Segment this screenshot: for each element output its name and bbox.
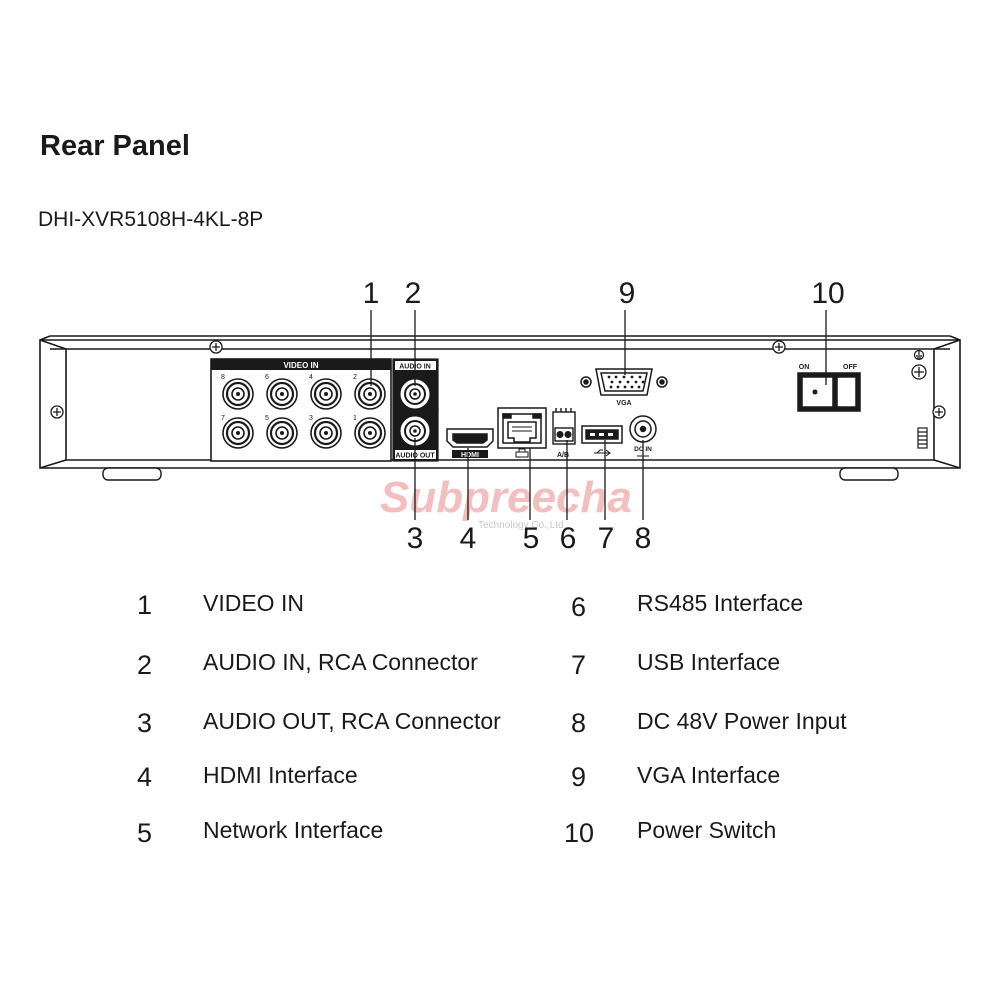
hdmi-label: HDMI — [461, 452, 479, 459]
bnc-connectors: 8 6 4 2 7 5 3 1 — [221, 374, 386, 449]
legend-num: 5 — [136, 818, 152, 848]
callout-1: 1 — [363, 277, 380, 310]
legend-label: VGA Interface — [637, 762, 781, 788]
callout-5: 5 — [523, 522, 540, 555]
bnc-channel-number: 5 — [265, 415, 269, 422]
bnc-channel-number: 3 — [309, 415, 313, 422]
legend-label: Network Interface — [203, 817, 384, 843]
page-title: Rear Panel — [40, 130, 190, 162]
bnc-connector: 2 — [353, 374, 386, 410]
legend-num: 9 — [570, 762, 586, 792]
callout-10: 10 — [811, 277, 844, 310]
bnc-connector: 8 — [221, 374, 254, 410]
legend-label: HDMI Interface — [203, 762, 358, 788]
callout-9: 9 — [619, 277, 636, 310]
legend-num: 10 — [563, 818, 594, 848]
callout-numbers: 1 2 9 10 3 4 5 6 7 8 — [363, 277, 845, 555]
legend-label: DC 48V Power Input — [637, 708, 847, 734]
callout-3: 3 — [407, 522, 424, 555]
bnc-channel-number: 1 — [353, 415, 357, 422]
bnc-channel-number: 4 — [309, 374, 313, 381]
ab-label: A/B — [557, 452, 569, 459]
callout-2: 2 — [405, 277, 422, 310]
bnc-connector: 3 — [309, 415, 342, 449]
bnc-connector: 4 — [309, 374, 342, 410]
legend-label: USB Interface — [637, 649, 781, 675]
legend-num: 8 — [570, 708, 586, 738]
hdmi-port: HDMI — [446, 428, 494, 459]
switch-on-label: ON — [799, 364, 810, 371]
bnc-connector: 7 — [221, 415, 254, 449]
power-switch: ON OFF — [797, 364, 861, 412]
legend-num: 3 — [136, 708, 152, 738]
watermark: Subpreecha Technology Co.,Ltd. — [380, 473, 632, 531]
rs485-port: A/B — [552, 408, 576, 459]
legend-num: 7 — [570, 650, 586, 680]
watermark-subtext: Technology Co.,Ltd. — [478, 520, 566, 531]
vga-label: VGA — [616, 400, 631, 407]
vent-icon — [917, 427, 928, 449]
legend-label: AUDIO IN, RCA Connector — [203, 649, 478, 675]
callout-4: 4 — [460, 522, 477, 555]
video-in-label: VIDEO IN — [283, 361, 318, 370]
callout-6: 6 — [560, 522, 577, 555]
switch-off-label: OFF — [843, 364, 858, 371]
callout-7: 7 — [598, 522, 615, 555]
bnc-connector: 5 — [265, 415, 298, 449]
bnc-channel-number: 7 — [221, 415, 225, 422]
usb-port — [581, 425, 623, 457]
model-number: DHI-XVR5108H-4KL-8P — [38, 208, 264, 231]
feet — [102, 467, 899, 481]
legend-num: 4 — [136, 762, 152, 792]
watermark-text: Subpreecha — [380, 473, 632, 522]
leader-lines — [370, 310, 827, 520]
bnc-connector: 6 — [265, 374, 298, 410]
legend-label: Power Switch — [637, 817, 777, 843]
bnc-connector: 1 — [353, 415, 386, 449]
ground-icon — [913, 349, 925, 361]
legend-label: AUDIO OUT, RCA Connector — [203, 708, 501, 734]
legend-num: 2 — [136, 650, 152, 680]
network-port — [497, 407, 547, 458]
vga-port: VGA — [580, 368, 668, 407]
bnc-channel-number: 8 — [221, 374, 225, 381]
bnc-channel-number: 6 — [265, 374, 269, 381]
callout-8: 8 — [635, 522, 652, 555]
bnc-channel-number: 2 — [353, 374, 357, 381]
